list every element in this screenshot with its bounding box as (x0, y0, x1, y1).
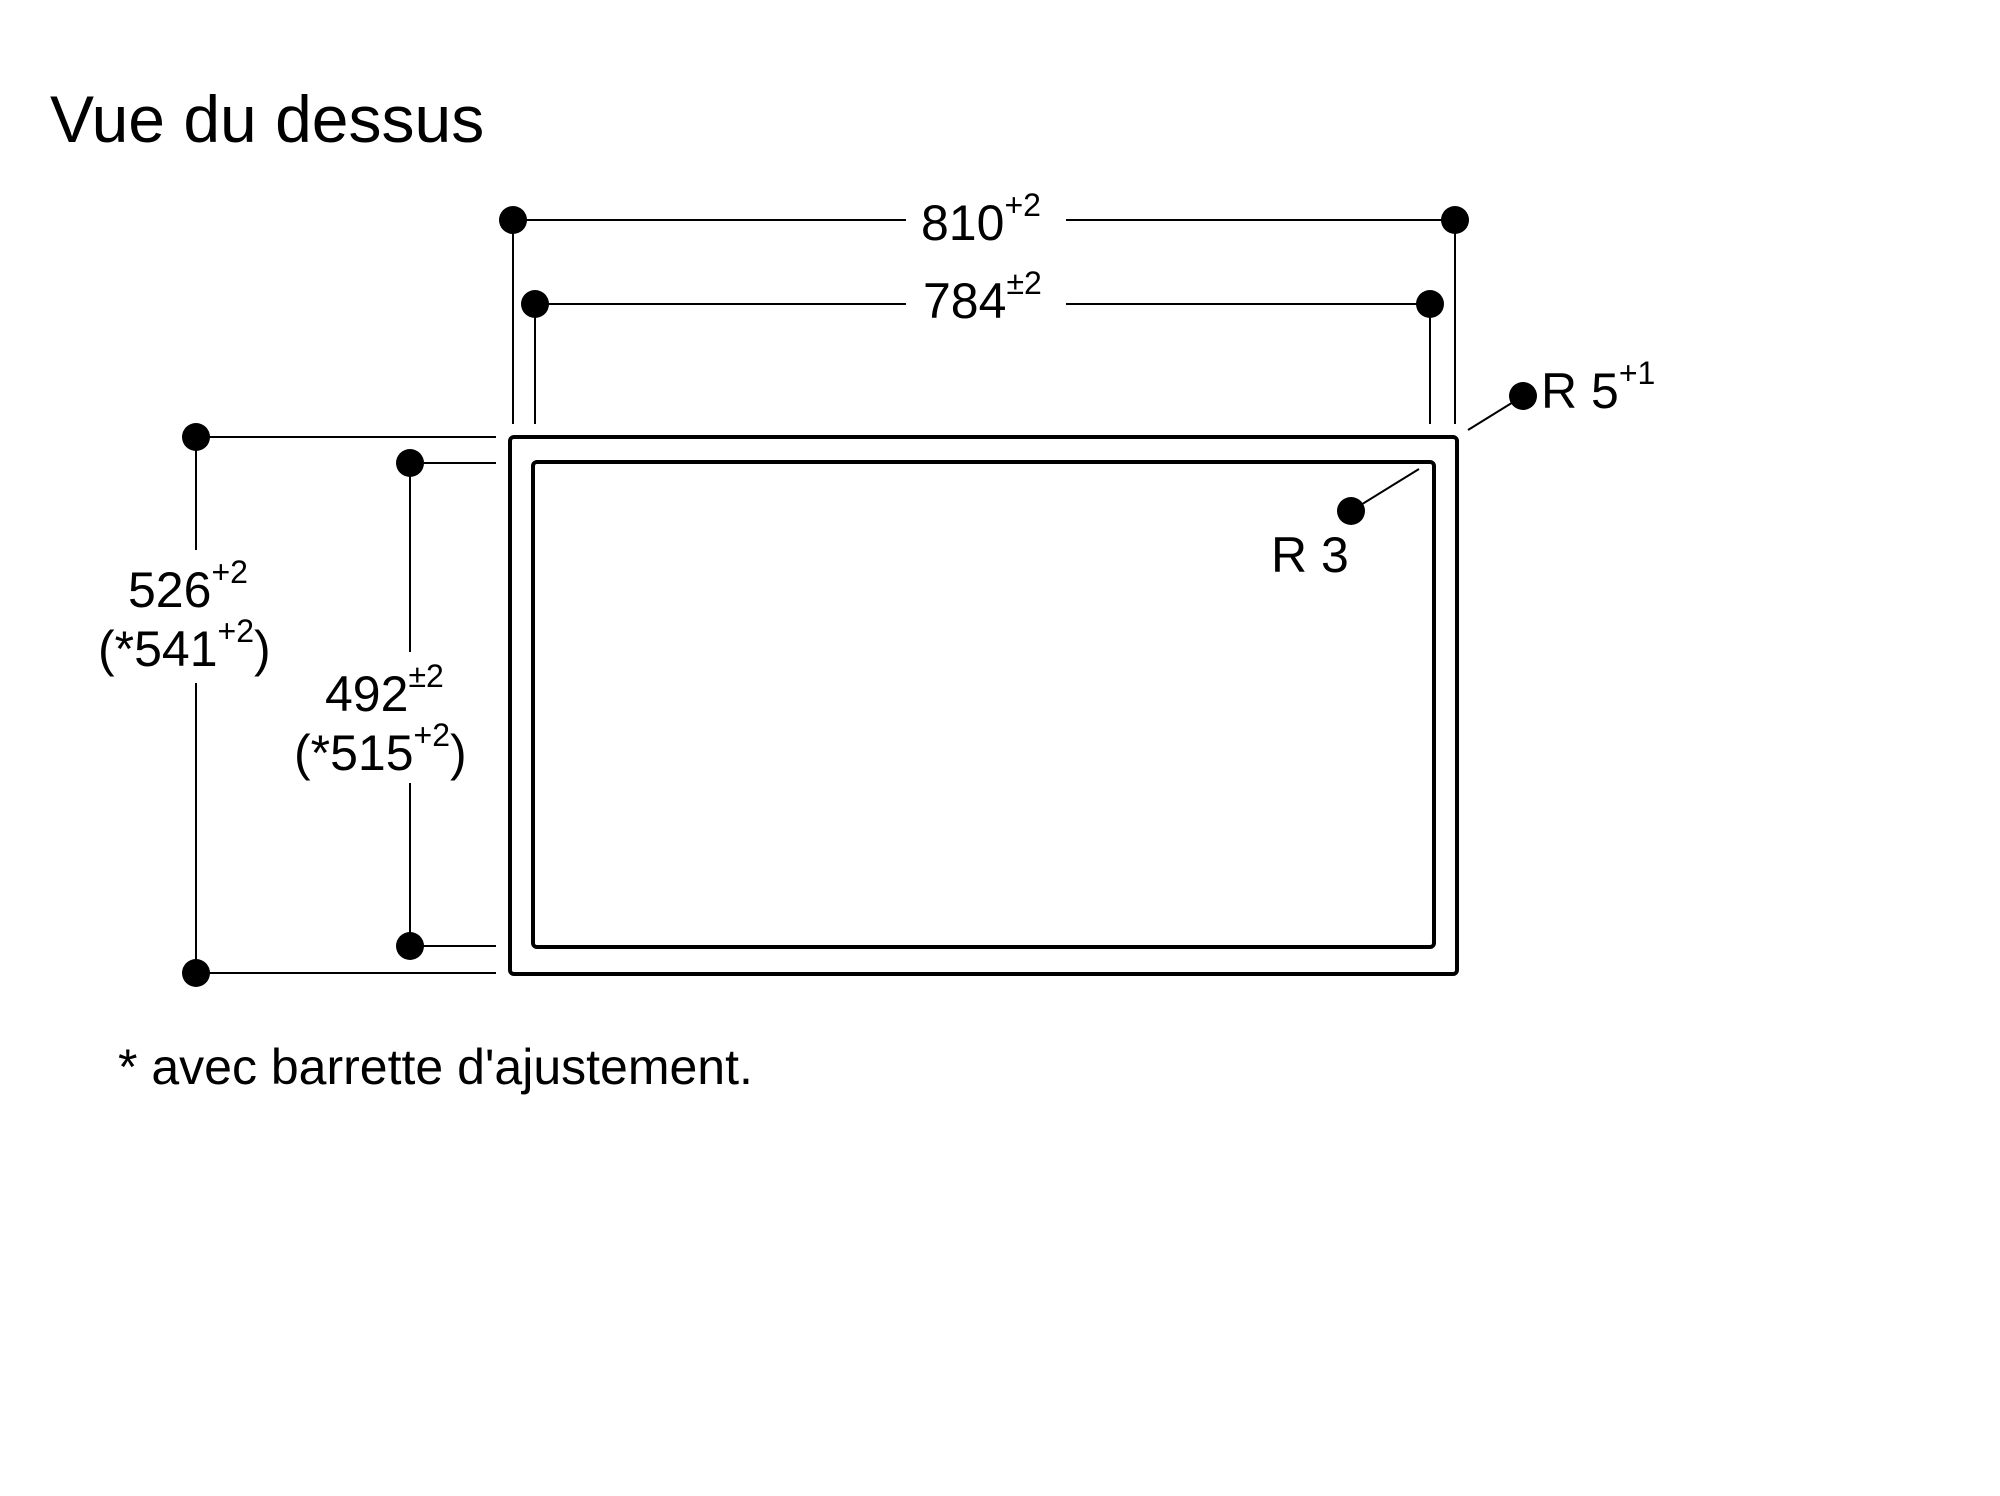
outer-width-label: 810+2 (921, 187, 1041, 251)
footnote: * avec barrette d'ajustement. (118, 1039, 753, 1095)
outer-depth-alt-close: ) (254, 621, 271, 677)
outer-width-dimension: 810+2 (499, 187, 1469, 424)
outer-depth-value: 526 (128, 562, 211, 618)
inner-radius-callout: R 3 (1271, 468, 1420, 583)
view-title: Vue du dessus (50, 82, 484, 156)
inner-depth-alt-value: (*515 (294, 725, 414, 781)
outer-depth-dot-bottom (182, 959, 210, 987)
outer-width-value: 810 (921, 195, 1004, 251)
outer-cutout-outline (508, 435, 1459, 976)
inner-depth-label: 492±2 (325, 658, 444, 722)
inner-width-tolerance: ±2 (1006, 265, 1041, 301)
inner-depth-dimension: 492±2 (*515+2) (294, 449, 496, 960)
inner-width-dot-left (521, 290, 549, 318)
outer-width-tolerance: +2 (1004, 187, 1040, 223)
outer-depth-dot-top (182, 423, 210, 451)
inner-cutout-outline (531, 460, 1436, 949)
outer-radius-dot (1509, 382, 1537, 410)
outer-depth-label: 526+2 (128, 554, 248, 618)
inner-depth-dot-top (396, 449, 424, 477)
inner-width-dimension: 784±2 (521, 265, 1444, 424)
outer-depth-alt-value: (*541 (98, 621, 218, 677)
inner-radius-label: R 3 (1271, 527, 1349, 583)
outer-radius-label: R 5+1 (1541, 355, 1655, 419)
outer-width-dot-right (1441, 206, 1469, 234)
outer-depth-dimension: 526+2 (*541+2) (98, 423, 496, 987)
inner-depth-alt-label: (*515+2) (294, 717, 467, 781)
inner-depth-value: 492 (325, 666, 408, 722)
outer-width-dot-left (499, 206, 527, 234)
inner-width-label: 784±2 (923, 265, 1042, 329)
inner-depth-tolerance: ±2 (408, 658, 443, 694)
inner-width-dot-right (1416, 290, 1444, 318)
outer-depth-alt-tolerance: +2 (218, 613, 254, 649)
inner-depth-dot-bottom (396, 932, 424, 960)
inner-depth-alt-close: ) (450, 725, 467, 781)
outer-radius-value: R 5 (1541, 363, 1619, 419)
inner-width-value: 784 (923, 273, 1006, 329)
outer-radius-tolerance: +1 (1619, 355, 1655, 391)
inner-depth-alt-tolerance: +2 (414, 717, 450, 753)
outer-radius-callout: R 5+1 (1467, 355, 1655, 431)
inner-radius-dot (1337, 497, 1365, 525)
outer-depth-tolerance: +2 (211, 554, 247, 590)
outer-depth-alt-label: (*541+2) (98, 613, 271, 677)
